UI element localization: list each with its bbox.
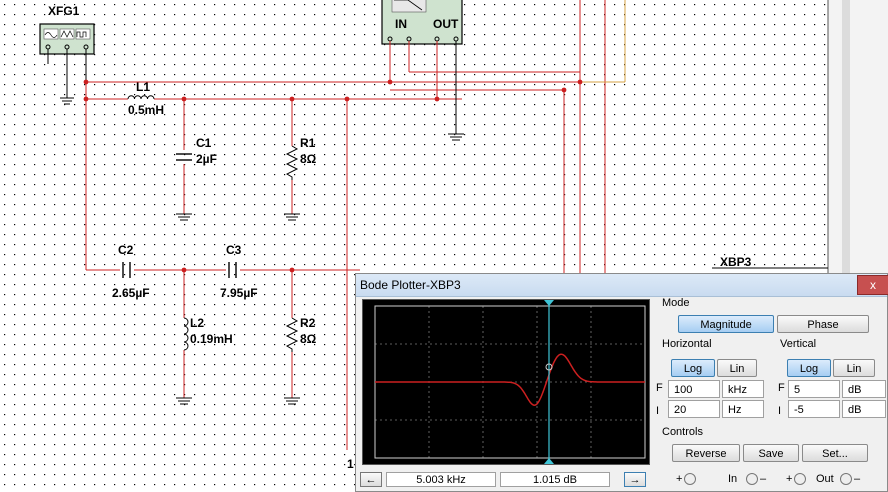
capacitor-c3[interactable]	[228, 262, 237, 278]
cursor-left-button[interactable]: ←	[360, 472, 382, 487]
capacitor-c1[interactable]	[176, 153, 192, 161]
readout-bar: ← 5.003 kHz 1.015 dB →	[360, 472, 650, 489]
vertical-log-button[interactable]: Log	[787, 359, 831, 377]
c2-ref: C2	[118, 243, 134, 257]
bode-icon-out-label: OUT	[433, 17, 459, 31]
l2-value: 0.19mH	[190, 332, 233, 346]
c1-value: 2µF	[196, 152, 217, 166]
horizontal-initial-unit[interactable]: Hz	[722, 400, 764, 418]
ground-symbols	[176, 213, 300, 405]
generator-wires	[47, 49, 74, 105]
l2-ref: L2	[190, 316, 205, 330]
terminal-in-minus-label: –	[760, 473, 767, 485]
vertical-lin-button[interactable]: Lin	[833, 359, 875, 377]
c2-value: 2.65µF	[112, 286, 150, 300]
function-generator[interactable]	[39, 23, 95, 55]
set-button[interactable]: Set...	[802, 444, 868, 462]
inductor-l1[interactable]	[127, 95, 155, 100]
bode-instrument-icon[interactable]	[381, 0, 463, 45]
side-scrollbar[interactable]	[842, 0, 850, 275]
side-panel	[828, 0, 888, 275]
horizontal-final-input[interactable]: 100	[668, 380, 720, 398]
partial-label: 1	[347, 457, 354, 471]
r2-ref: R2	[300, 316, 316, 330]
save-button[interactable]: Save	[743, 444, 799, 462]
r1-ref: R1	[300, 136, 316, 150]
vertical-label: Vertical	[780, 338, 817, 350]
horizontal-lin-button[interactable]: Lin	[717, 359, 757, 377]
bode-instrument-label: XBP3	[720, 255, 752, 269]
controls-label: Controls	[662, 426, 703, 438]
cursor-right-button[interactable]: →	[624, 472, 646, 487]
l1-ref: L1	[136, 80, 151, 94]
r2-value: 8Ω	[300, 332, 317, 346]
cursor-marker	[545, 363, 553, 371]
c3-ref: C3	[226, 243, 242, 257]
l1-value: 0.5mH	[128, 103, 165, 117]
inductor-l2[interactable]	[183, 317, 189, 351]
vertical-initial-unit[interactable]: dB	[842, 400, 886, 418]
vertical-final-input[interactable]: 5	[788, 380, 840, 398]
capacitor-c2[interactable]	[122, 262, 131, 278]
close-button[interactable]: x	[857, 275, 888, 295]
bode-icon-in-label: IN	[395, 17, 407, 31]
horizontal-initial-input[interactable]: 20	[668, 400, 720, 418]
terminal-out-minus-radio-icon[interactable]	[840, 473, 852, 486]
vertical-i-label: I	[778, 405, 782, 417]
reverse-button[interactable]: Reverse	[672, 444, 740, 462]
mode-label: Mode	[662, 297, 690, 309]
terminal-in-label-wrap: In	[728, 473, 737, 485]
circuit-wires	[85, 0, 606, 450]
terminal-in-minus[interactable]: –	[728, 473, 767, 486]
horizontal-label: Horizontal	[662, 338, 712, 350]
probe-wires	[580, 0, 626, 83]
junction-dots	[83, 79, 583, 273]
phase-button[interactable]: Phase	[777, 315, 869, 333]
cursor-handle-bottom[interactable]	[544, 458, 554, 464]
terminal-out-label: Out	[816, 473, 834, 485]
vertical-f-label: F	[778, 382, 785, 394]
terminal-in-plus-radio-icon[interactable]	[684, 473, 697, 486]
vertical-final-unit[interactable]: dB	[842, 380, 886, 398]
terminal-in-minus-radio-icon[interactable]	[746, 473, 758, 486]
cursor-handle-top[interactable]	[544, 300, 554, 306]
bode-ground	[448, 41, 464, 141]
c3-value: 7.95µF	[220, 286, 258, 300]
horizontal-final-unit[interactable]: kHz	[722, 380, 764, 398]
c1-ref: C1	[196, 136, 212, 150]
terminal-in-plus[interactable]: +	[676, 473, 698, 486]
r1-value: 8Ω	[300, 152, 317, 166]
terminal-out-minus[interactable]: –	[838, 473, 861, 486]
horizontal-i-label: I	[656, 405, 660, 417]
magnitude-readout: 1.015 dB	[500, 472, 610, 487]
terminal-out-label-wrap: Out	[816, 473, 834, 485]
magnitude-trace	[375, 353, 645, 406]
terminal-in-plus-label: +	[676, 473, 683, 485]
window-titlebar[interactable]: Bode Plotter-XBP3 x	[356, 274, 888, 297]
horizontal-f-label: F	[656, 382, 663, 394]
frequency-readout: 5.003 kHz	[386, 472, 496, 487]
terminal-out-plus-radio-icon[interactable]	[794, 473, 807, 486]
window-title: Bode Plotter-XBP3	[360, 278, 461, 292]
bode-plot	[363, 300, 649, 464]
magnitude-button[interactable]: Magnitude	[678, 315, 774, 333]
vertical-initial-input[interactable]: -5	[788, 400, 840, 418]
terminal-out-plus-label: +	[786, 473, 793, 485]
resistor-r1[interactable]	[285, 145, 299, 180]
horizontal-log-button[interactable]: Log	[671, 359, 715, 377]
resistor-r2[interactable]	[285, 317, 299, 352]
generator-label: XFG1	[48, 4, 80, 18]
terminal-in-label: In	[728, 473, 738, 485]
terminal-out-plus[interactable]: +	[786, 473, 808, 486]
bode-screen[interactable]	[362, 299, 650, 465]
terminal-out-minus-label: –	[854, 473, 861, 485]
bode-plotter-window[interactable]: Bode Plotter-XBP3 x ← 5.003 kHz 1.015 dB…	[355, 273, 888, 492]
